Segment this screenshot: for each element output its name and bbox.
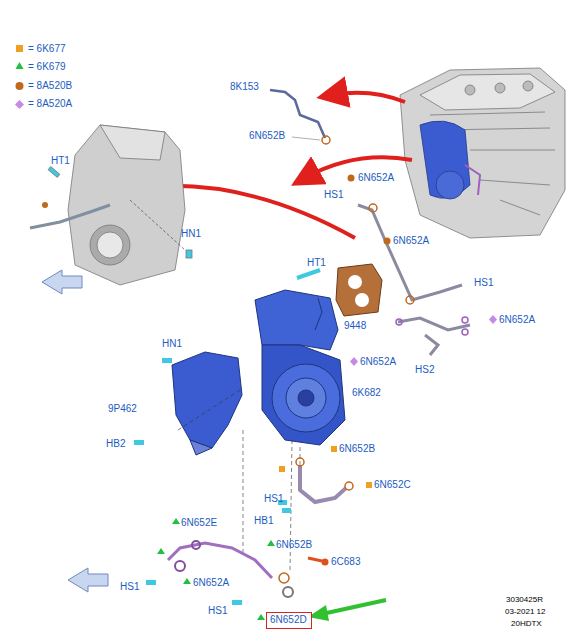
turbocharger (255, 270, 345, 445)
callout-number: HN1 (181, 228, 201, 240)
legend-text: = 8A520B (28, 80, 72, 92)
callout-number: HT1 (307, 257, 326, 269)
highlight-box: 6N652D (266, 612, 312, 629)
callout-number: 6N652B (249, 130, 285, 142)
oil-feed-pipe (146, 541, 322, 605)
callout-number: 6N652C (374, 479, 411, 491)
callout-number: 6N652A (358, 172, 394, 184)
callout-number: 6N652B (276, 539, 312, 551)
callout-number: 6N652D (270, 614, 308, 626)
callout-number: HS1 (264, 493, 283, 505)
pointer-arrow (308, 600, 386, 621)
callout-number: HB1 (254, 515, 273, 527)
callout-number: 6K682 (352, 387, 381, 399)
callout-number: HS1 (120, 581, 139, 593)
callout-number: 9P462 (108, 403, 137, 415)
oil-drain-pipe (278, 458, 353, 513)
callout-number: 6N652A (193, 577, 229, 589)
engine-block (400, 68, 565, 238)
legend-symbols (15, 45, 24, 109)
legend-text: = 8A520A (28, 98, 72, 110)
callout-number: HB2 (106, 438, 125, 450)
callout-number: HS1 (324, 189, 343, 201)
drawing-code: 20HDTX (511, 619, 542, 629)
drawing-code: 03-2021 12 (505, 607, 545, 617)
callout-number: 8K153 (230, 81, 259, 93)
lower-heat-shield (134, 352, 242, 455)
callout-number: 6C683 (331, 556, 360, 568)
drawing-code: 3030425R (506, 595, 543, 605)
callout-number: 9448 (344, 320, 366, 332)
callout-number: HT1 (51, 155, 70, 167)
callout-number: 6N652B (339, 443, 375, 455)
gasket (336, 264, 382, 316)
callout-number: HS2 (415, 364, 434, 376)
view-arrows (42, 270, 108, 592)
callout-number: HS1 (208, 605, 227, 617)
legend-text: = 6K679 (28, 61, 66, 73)
upper-heat-shield (30, 125, 192, 285)
callout-number: HN1 (162, 338, 182, 350)
callout-number: 6N652A (499, 314, 535, 326)
label-markers (157, 175, 497, 621)
callout-number: 6N652A (360, 356, 396, 368)
callout-number: 6N652E (181, 517, 217, 529)
callout-number: 6N652A (393, 235, 429, 247)
legend-text: = 6K677 (28, 43, 66, 55)
callout-number: HS1 (474, 277, 493, 289)
